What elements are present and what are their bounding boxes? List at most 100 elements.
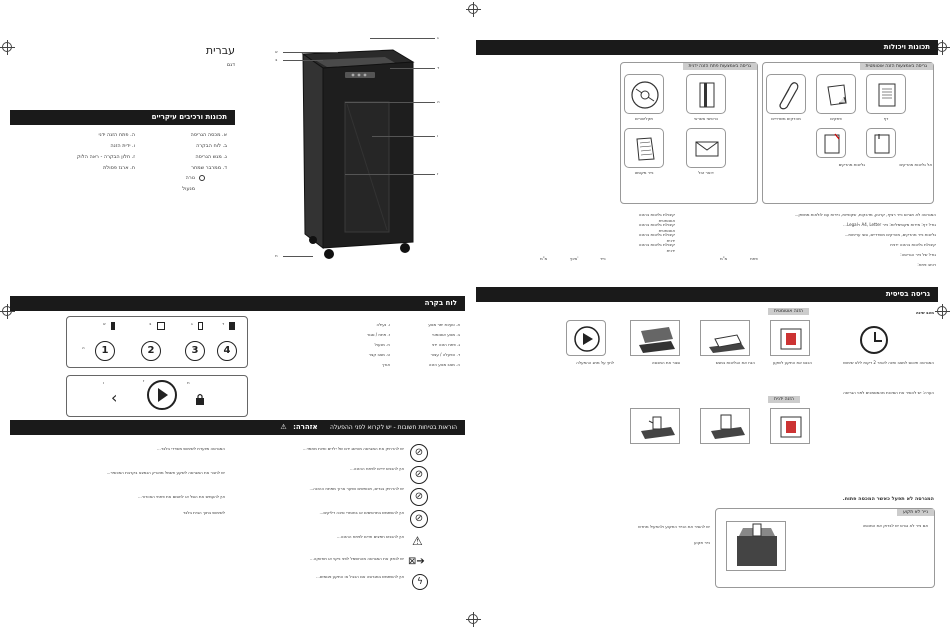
warning-item-4: אין להשתמש בתרסיסים או בחומרי סיכה דליקי… [319, 510, 404, 515]
step1-text: הכנס את התקע לשקע [772, 360, 812, 365]
spec-line-3: גליונות נייר מהדקים, מהדקים משרדיים, סוג… [844, 232, 936, 237]
shredding-title-bar: גריסה בסיסית [476, 287, 938, 302]
spec-line-2: גודל דף: מידות מקסימליות: נייר A4, Lette… [843, 222, 936, 227]
legend-8: ח. מנעול [374, 342, 390, 347]
spec-line-5: גודל של נייר הגריסה: [900, 252, 936, 257]
callout-line-a [283, 52, 338, 53]
ctrl-label-a: א [103, 321, 106, 326]
paperclip-icon [779, 82, 799, 110]
callout-e: ה [437, 99, 440, 104]
spec-table-3: קיבולת גליונות בהזנה ידנית [638, 232, 675, 243]
clipped-sheets-icon [874, 134, 890, 154]
no-hand-icon: ⊘ [410, 466, 428, 484]
feature-item-8: ח. ארגז פסולת [103, 165, 135, 171]
spec-table-4: קיבולת גליונות בהזנה ידנית [638, 242, 675, 253]
spec-value-5: פתח [750, 256, 758, 261]
ctrl-label-e: ה [82, 345, 85, 350]
manual-feed-box-label: הזנה ידנית [768, 396, 800, 403]
sleep-text: המגרסה תיכנס למצב שינה לאחר 2 דקות ללא ש… [843, 360, 934, 365]
warning-title-bar: הוראות בטיחות חשובות - יש לקרוא לפני ההפ… [10, 420, 465, 435]
callout-line-f [372, 136, 435, 137]
crop-mark-top-right [935, 40, 950, 55]
spec-line-4: קיבולת גליונות בהזנה ידנית [890, 242, 936, 247]
tip-1: אם נייר לא נגרס יש לבדוק את המכסה [862, 523, 928, 528]
ctrl-icon-a [111, 322, 115, 330]
crop-mark-top-mid [466, 2, 481, 17]
tip-3: נייר תקוע [694, 540, 710, 545]
feature-item-6: ו. ידית הזנה [110, 143, 135, 149]
jam-illustration [726, 521, 786, 571]
callout-f: ו [437, 133, 439, 138]
paperclip-tile [766, 74, 806, 114]
electric-icon: ϟ [412, 574, 428, 590]
warning-item-3: יש להרחיק בגדים, תכשיטים ושיער ארוך מפתח… [309, 486, 404, 491]
control-button-3[interactable]: 3 [185, 341, 205, 361]
spec-line-1: המגרסה לא תגרוס נייר רציף, קרטון, מדבקות… [794, 212, 936, 217]
plug-icon: ⊠➔ [408, 556, 425, 567]
manual-slot-icon [641, 416, 675, 439]
ctrl-label-g: ז [143, 378, 145, 383]
auto-feed-steps: הזנה אוטומטית הכנס את התקע לשקע הנח את ה… [490, 308, 820, 388]
callout-line-g [345, 174, 435, 175]
clipped-sheets-icon [824, 133, 840, 154]
paper-jam-box: נייר לא תקוע אם נייר לא נגרס יש לבדוק את… [715, 508, 935, 588]
sleep-timer-block: מצב שינה המגרסה תיכנס למצב שינה לאחר 2 ד… [826, 310, 934, 470]
warning-icons: ⊘ ⊘ ⊘ ⊘ ⚠ ⊠➔ ϟ [408, 444, 432, 594]
ctrl-icon-b [157, 322, 165, 330]
control-panel-top: א ב ג ד 1 2 3 4 ה [66, 316, 248, 368]
control-button-2[interactable]: 2 [141, 341, 161, 361]
paperclip-label: מהדקים משרדיים [771, 116, 801, 121]
legend-2: ב. מנוע אוטומטי [432, 332, 460, 337]
credit-card-icon [699, 82, 715, 108]
feature-item-1: א. מכסה הגריסה [190, 132, 227, 138]
callout-c: ג [437, 35, 439, 40]
callout-a: א [275, 49, 278, 54]
feature-item-5: ה. פתח הזנה ידני [98, 132, 135, 138]
start-button-icon [574, 326, 600, 352]
sleep-title: מצב שינה [915, 310, 934, 315]
warning-right-1: המגרסה מיועדת לשימוש משרדי בלבד... [157, 446, 225, 451]
step2-text: הנח את הגליונות במגש [715, 360, 755, 365]
hazard-icon: ⚠ [412, 534, 423, 548]
control-button-1[interactable]: 1 [95, 341, 115, 361]
crumpled-paper-icon [636, 137, 655, 161]
ctrl-label-f: ו [103, 380, 105, 385]
spec-line-6: רוחב פתח: [917, 262, 936, 267]
cover-panel: עברית דגם תכונות ורכיבים עיקריים א. מכסה… [10, 40, 235, 280]
cd-label: תקליטורים [634, 116, 654, 121]
paper-sheet-icon [878, 83, 896, 107]
warning-title: אזהרה: [293, 423, 318, 431]
control-panel-bottom: ‹ ו ז ח [66, 375, 248, 417]
control-legend: א. טעינת יתר מנוע ב. מנוע אוטומטי ג. פתח… [320, 322, 460, 382]
callout-h: ח [275, 253, 278, 258]
manual-outlet-illustration [770, 408, 810, 444]
crumpled-paper-label: נייר מקומט [634, 170, 654, 175]
no-children-icon: ⊘ [410, 444, 428, 462]
cd-tile [624, 74, 664, 114]
tip-2: יש להסיר את הנייר התקוע ולהפעיל מחדש [638, 524, 710, 529]
envelope-icon [695, 141, 719, 157]
step3-text: סגור את המכסה [651, 360, 680, 365]
ctrl-label-c: ג [191, 321, 193, 326]
back-arrow-icon[interactable]: ‹ [111, 388, 118, 407]
clip-sheets-tile [866, 128, 896, 158]
callout-b: ב [275, 57, 278, 62]
legend-10: אורך [381, 362, 390, 367]
callout-line-h [283, 256, 313, 257]
lock-icon [195, 390, 205, 409]
model-label: דגם [226, 62, 235, 68]
auto-feed-title: גריסה באמצעות הזנה אוטומטית [859, 63, 933, 70]
clip-sheets-tile-2 [816, 128, 846, 158]
control-title-bar: לוח בקרה [10, 296, 465, 311]
shredder-open-icon [737, 523, 777, 566]
paper-stack-icon [709, 334, 745, 353]
control-button-4[interactable]: 4 [217, 341, 237, 361]
crop-mark-top-left [0, 40, 15, 55]
play-button[interactable] [147, 380, 177, 410]
warning-triangle-icon: ⚠ [280, 423, 287, 431]
ctrl-label-h: ח [187, 380, 190, 385]
led-icon [199, 175, 205, 181]
spec-value-3: נייר [600, 256, 606, 261]
spec-table-2: קיבולת גליונות בהזנה אוטומטית [638, 222, 675, 233]
ctrl-icon-c [198, 322, 203, 330]
